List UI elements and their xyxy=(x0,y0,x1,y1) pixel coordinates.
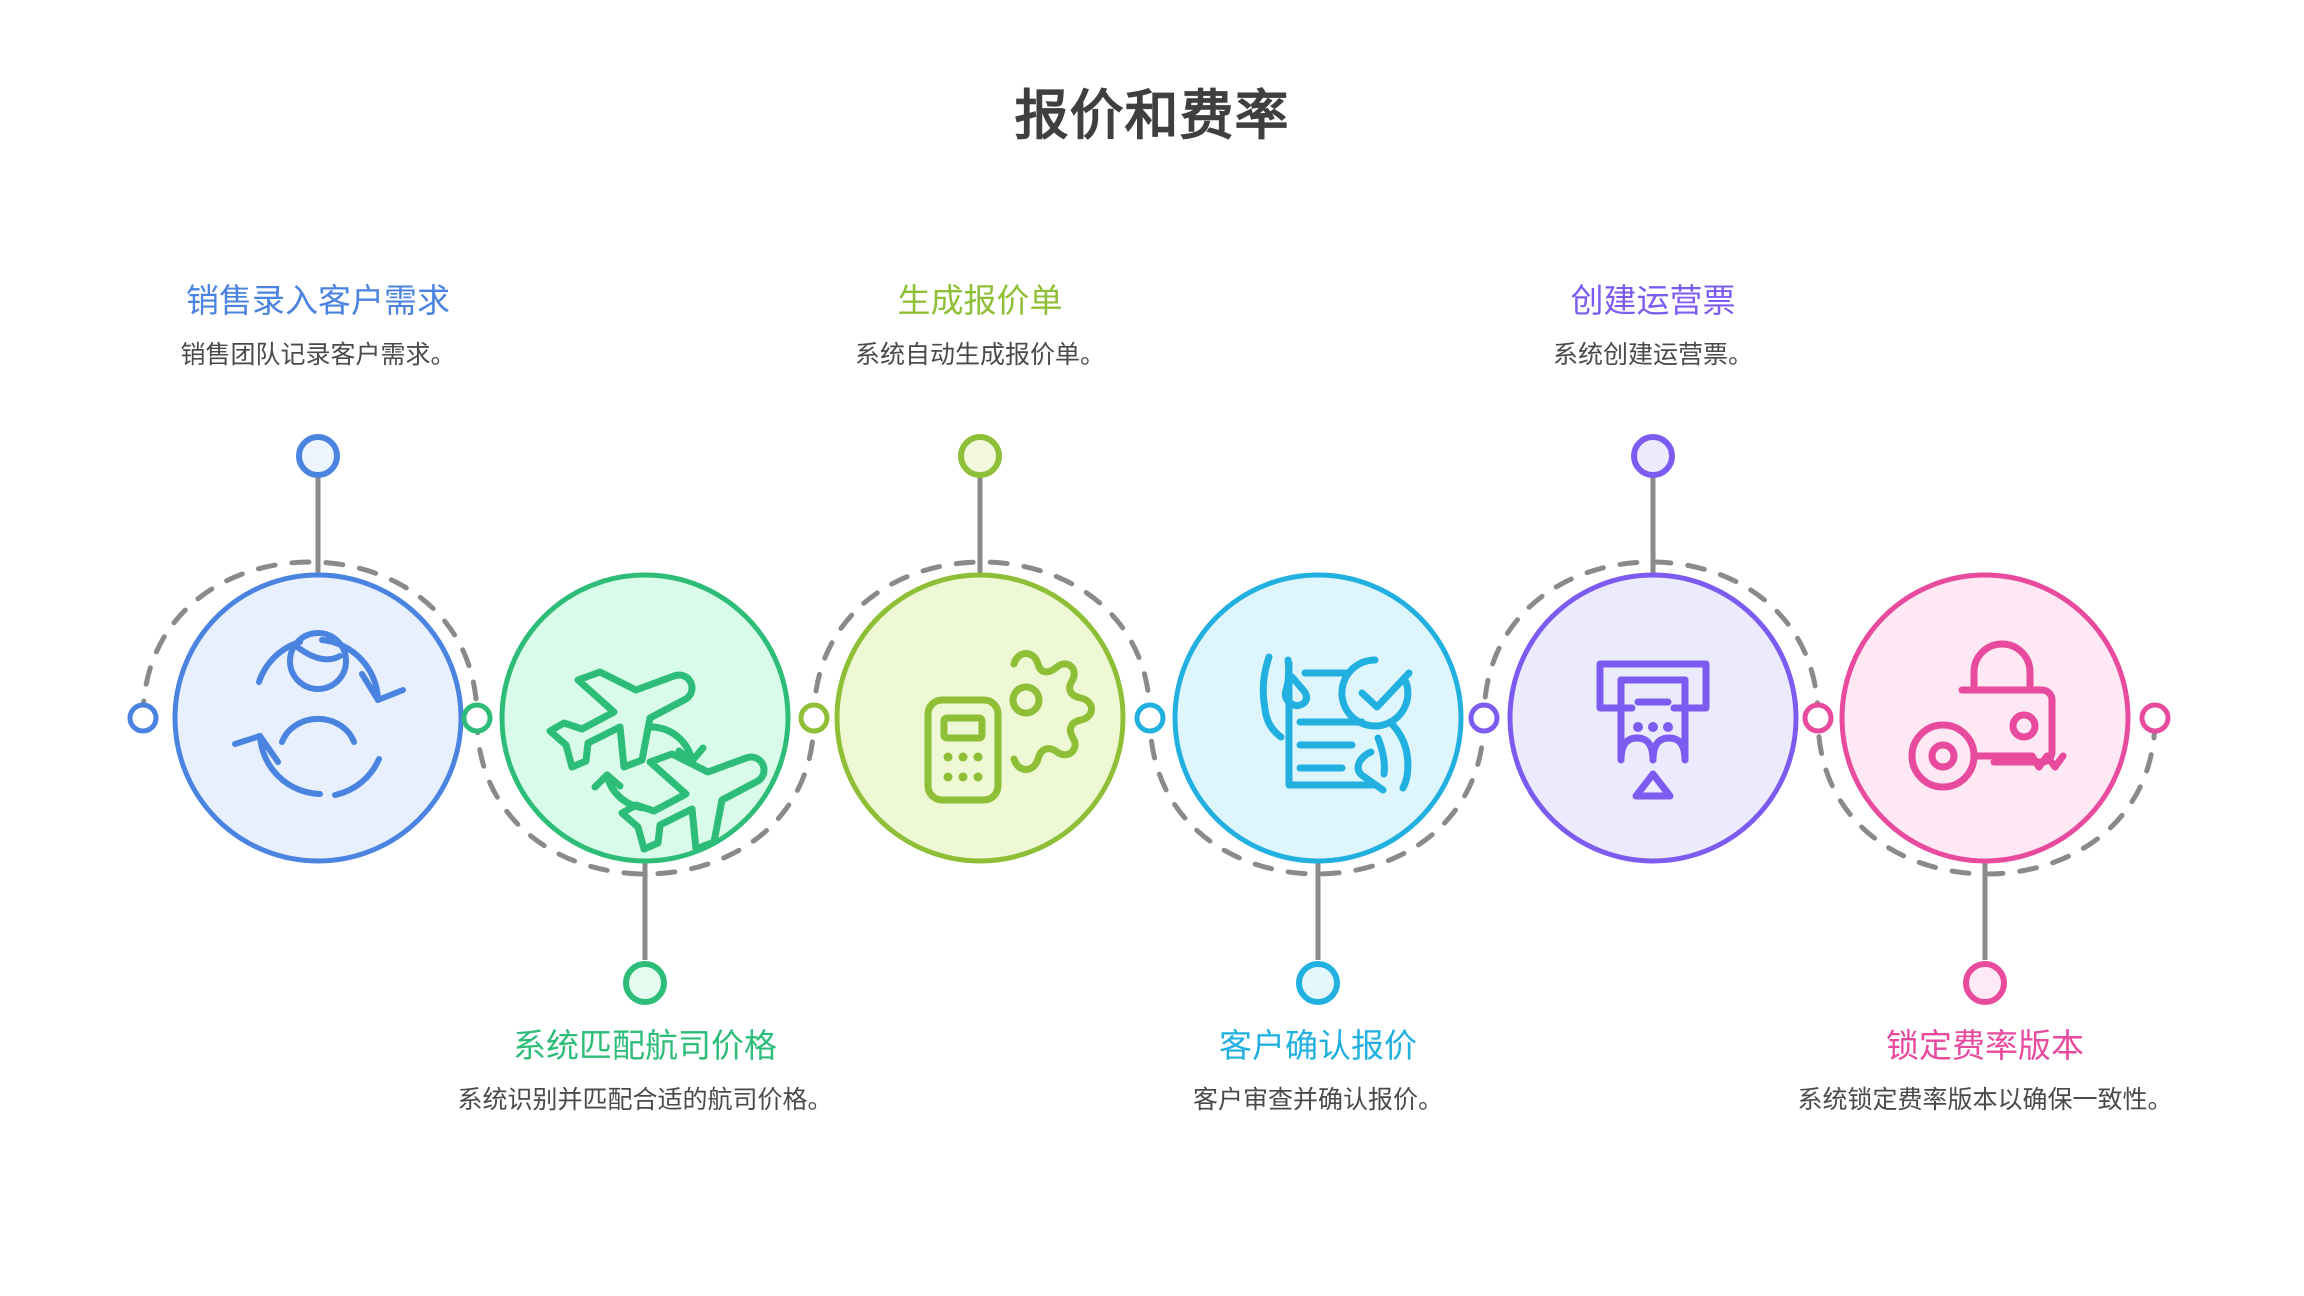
step-desc-3: 系统自动生成报价单。 xyxy=(854,340,1105,369)
step-title-2: 系统匹配航司价格 xyxy=(513,1027,777,1064)
stem-knob-2 xyxy=(623,961,667,1005)
connector-dot-1 xyxy=(461,702,493,734)
stem-knob-1 xyxy=(296,434,340,478)
step-desc-5: 系统创建运营票。 xyxy=(1552,340,1753,369)
stem-knob-6 xyxy=(1963,961,2007,1005)
node-circle-4[interactable] xyxy=(1172,572,1464,864)
connector-dot-6 xyxy=(2139,702,2171,734)
step-desc-1: 销售团队记录客户需求。 xyxy=(180,340,456,369)
step-title-4: 客户确认报价 xyxy=(1219,1027,1417,1064)
step-label-3: 生成报价单 系统自动生成报价单。 xyxy=(750,280,1210,373)
step-title-5: 创建运营票 xyxy=(1570,282,1736,319)
lock-key-icon xyxy=(1908,640,2067,791)
connector-dot-5 xyxy=(1802,702,1834,734)
calculator-gear-icon xyxy=(924,650,1095,804)
connector-dot-3 xyxy=(1134,702,1166,734)
connector-dot-4 xyxy=(1468,702,1500,734)
step-desc-6: 系统锁定费率版本以确保一致性。 xyxy=(1797,1085,2173,1114)
stem-knob-3 xyxy=(958,434,1002,478)
node-circle-6[interactable] xyxy=(1839,572,2131,864)
node-circle-5[interactable] xyxy=(1507,572,1799,864)
node-circle-2[interactable] xyxy=(499,572,791,864)
step-label-6: 锁定费率版本 系统锁定费率版本以确保一致性。 xyxy=(1755,1025,2215,1118)
step-desc-2: 系统识别并匹配合适的航司价格。 xyxy=(457,1085,833,1114)
connector-dot-0 xyxy=(127,702,159,734)
step-label-5: 创建运营票 系统创建运营票。 xyxy=(1423,280,1883,373)
step-label-2: 系统匹配航司价格 系统识别并匹配合适的航司价格。 xyxy=(415,1025,875,1118)
user-refresh-icon xyxy=(232,630,406,798)
airplane-swap-icon xyxy=(546,668,768,853)
step-desc-4: 客户审查并确认报价。 xyxy=(1192,1085,1443,1114)
page-title: 报价和费率 xyxy=(1014,86,1290,146)
node-circle-1[interactable] xyxy=(172,572,464,864)
step-title-1: 销售录入客户需求 xyxy=(186,282,450,319)
step-title-6: 锁定费率版本 xyxy=(1886,1027,2084,1064)
ticket-printer-icon xyxy=(1596,660,1710,800)
step-label-4: 客户确认报价 客户审查并确认报价。 xyxy=(1088,1025,1548,1118)
document-approval-hands-icon xyxy=(1259,653,1413,794)
connector-dot-2 xyxy=(798,702,830,734)
step-title-3: 生成报价单 xyxy=(897,282,1063,319)
stem-knob-4 xyxy=(1296,961,1340,1005)
stem-knob-5 xyxy=(1631,434,1675,478)
step-label-1: 销售录入客户需求 销售团队记录客户需求。 xyxy=(88,280,548,373)
node-circle-3[interactable] xyxy=(834,572,1126,864)
